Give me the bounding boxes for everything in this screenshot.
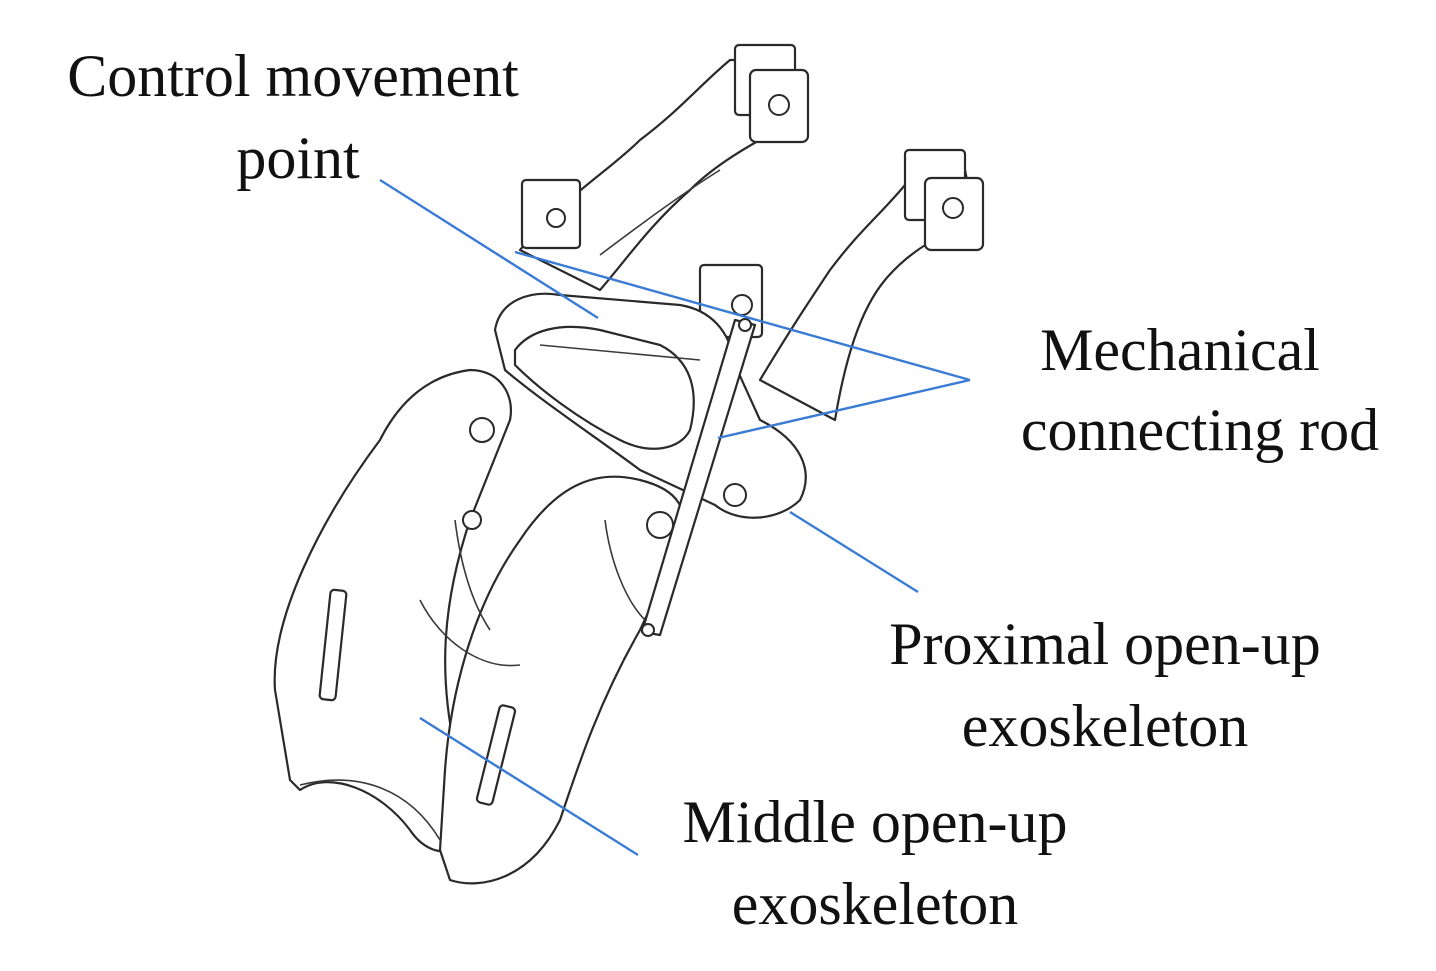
label-rod-line1: Mechanical [1040,317,1320,383]
leader-lines [379,178,971,857]
label-middle-line1: Middle open-up [682,789,1068,855]
back-right-arm [758,148,985,422]
label-middle-line2: exoskeleton [731,871,1019,937]
front-left-mount [520,178,582,250]
middle-exoskeleton-body [273,368,685,885]
label-control-movement-point: Control movement point [18,44,568,190]
label-proximal-open-up-exoskeleton: Proximal open-up exoskeleton [845,612,1365,758]
label-middle-open-up-exoskeleton: Middle open-up exoskeleton [640,790,1110,936]
back-left-arm [518,43,810,292]
label-proximal-line2: exoskeleton [961,693,1249,759]
label-control-line1: Control movement [67,43,519,109]
leader-middle [419,716,639,857]
label-rod-line2: connecting rod [1020,397,1380,463]
connecting-rod [640,318,757,637]
leader-proximal [789,510,919,594]
label-proximal-line1: Proximal open-up [889,611,1321,677]
label-control-line2: point [236,125,360,191]
leader-rod-1 [514,250,971,382]
label-mechanical-connecting-rod: Mechanical connecting rod [975,318,1425,462]
leader-rod-2 [717,378,971,440]
leader-control-point [379,178,599,320]
